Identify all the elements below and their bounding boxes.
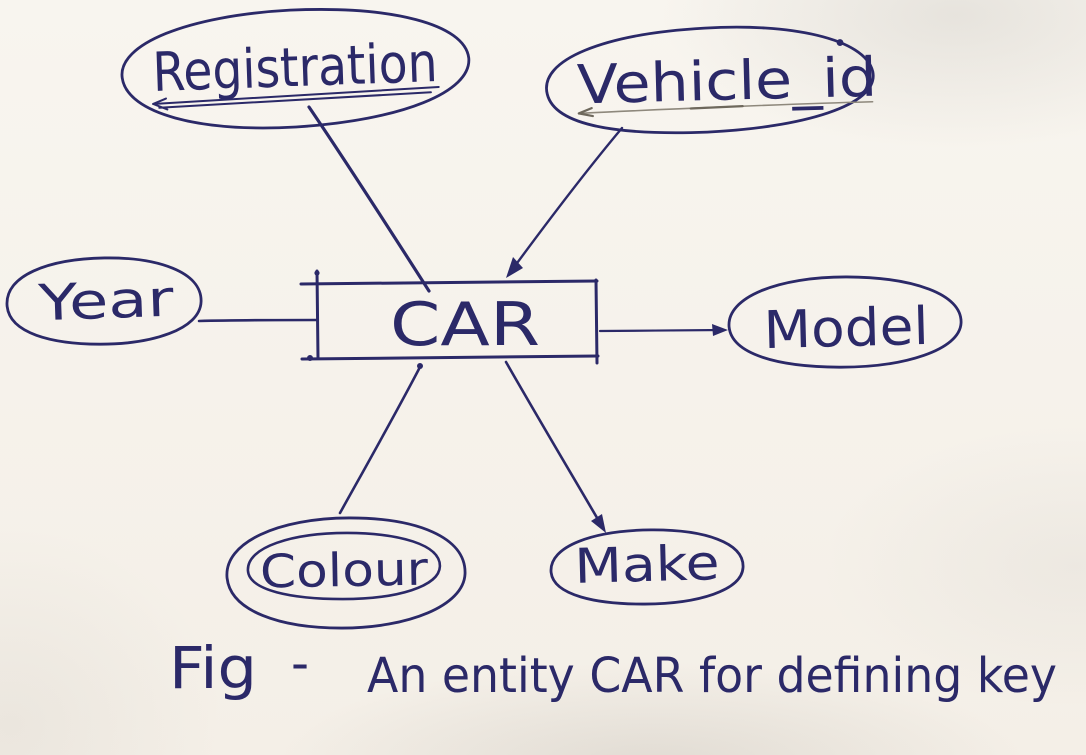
car-box-right-edge: [594, 278, 599, 365]
entity-car-label: CAR: [390, 290, 540, 360]
attribute-make: Make: [549, 528, 745, 606]
connector-car-make: [504, 360, 605, 530]
vehicle-id-underline-ticks: [577, 105, 744, 118]
connector-car-model: [598, 328, 725, 333]
registration-ellipse: [120, 8, 471, 130]
colour-label: Colour: [259, 542, 428, 599]
car-box-top-edge: [299, 279, 599, 286]
attribute-vehicle-id: Vehicle_id: [545, 25, 878, 135]
pen-blob-top-left: [314, 270, 320, 276]
attribute-model: Model: [727, 275, 963, 369]
attribute-registration: Registration: [120, 8, 471, 130]
car-box-bottom-edge: [300, 354, 600, 361]
entity-car: CAR: [299, 269, 600, 365]
pen-dot-colour-line: [417, 363, 423, 369]
make-label: Make: [574, 535, 720, 595]
arrowhead-car-model: [712, 324, 728, 336]
registration-underline-tick: [152, 97, 169, 111]
caption-fig-label: Fig: [169, 634, 257, 702]
registration-label: Registration: [151, 31, 438, 104]
attribute-colour: Colour: [225, 516, 467, 630]
connector-year-car: [197, 318, 319, 323]
connector-car-colour: [338, 365, 422, 515]
year-label: Year: [36, 270, 175, 333]
car-box-left-edge: [315, 269, 320, 360]
figure-caption: Fig - An entity CAR for defining key: [169, 634, 1057, 704]
connector-registration-car: [307, 105, 431, 293]
attribute-year: Year: [5, 256, 203, 346]
arrowhead-vehicleid-car: [506, 257, 523, 278]
model-ellipse: [727, 275, 963, 369]
arrowhead-car-make: [591, 514, 606, 533]
caption-text: An entity CAR for defining key: [367, 648, 1057, 704]
vehicle-id-ellipse: [545, 25, 875, 135]
connector-vehicleid-car: [507, 126, 624, 276]
pen-blob-bottom-left: [307, 355, 313, 361]
year-ellipse: [5, 256, 203, 346]
pen-blob-vehicle-ellipse: [836, 39, 844, 46]
model-label: Model: [763, 297, 930, 361]
caption-dash: -: [291, 634, 309, 692]
vehicle-id-label: Vehicle_id: [576, 46, 878, 117]
colour-inner-ellipse: [246, 531, 442, 601]
connector-lines: [197, 105, 728, 533]
colour-outer-ellipse: [225, 516, 467, 630]
registration-key-underline: [152, 85, 440, 109]
make-ellipse: [549, 528, 745, 606]
